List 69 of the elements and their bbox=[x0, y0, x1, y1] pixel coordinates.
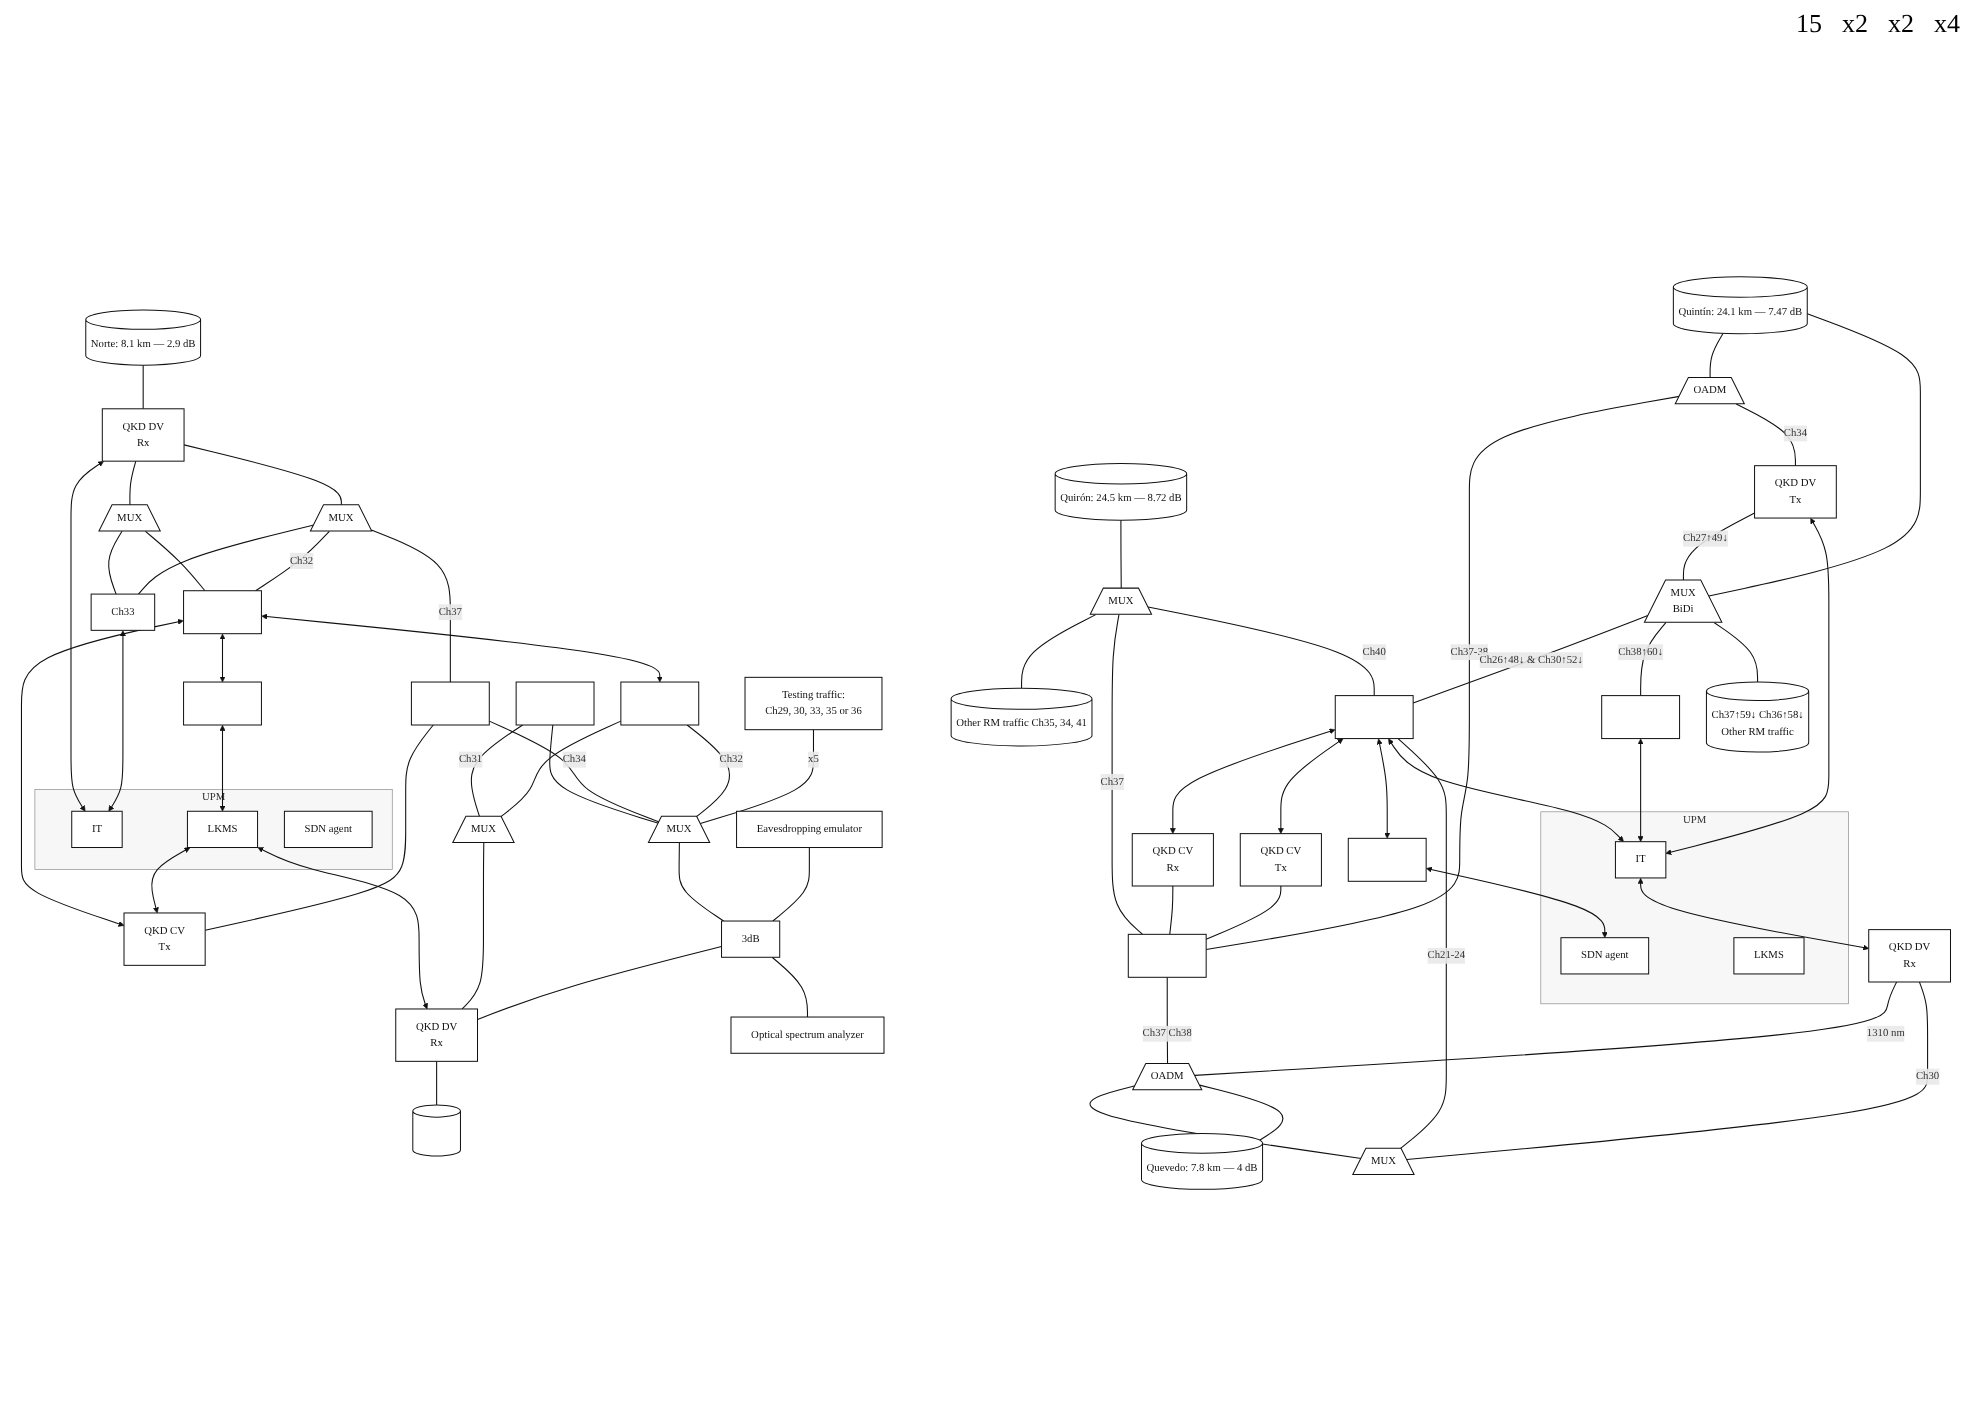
arrow bbox=[1637, 738, 1644, 842]
node-box bbox=[183, 590, 262, 635]
node-box bbox=[620, 681, 700, 726]
connector bbox=[137, 524, 315, 595]
connector bbox=[1194, 981, 1898, 1076]
node-cylinder bbox=[412, 1104, 461, 1157]
connector bbox=[1111, 614, 1144, 935]
note-text: x2 bbox=[1842, 8, 1868, 40]
connector bbox=[108, 530, 123, 595]
arrow bbox=[20, 618, 184, 927]
connector bbox=[142, 364, 144, 410]
arrow bbox=[1637, 877, 1869, 951]
node-box bbox=[515, 681, 595, 726]
note-text: x2 bbox=[1888, 8, 1914, 40]
connector bbox=[771, 956, 809, 1018]
connector bbox=[470, 724, 524, 818]
node-box bbox=[1347, 837, 1427, 882]
connector bbox=[500, 720, 622, 818]
arrow bbox=[219, 725, 226, 812]
connector bbox=[255, 530, 330, 592]
connector bbox=[1021, 614, 1097, 689]
connector bbox=[129, 460, 137, 506]
connector bbox=[549, 724, 659, 824]
node-box bbox=[1127, 933, 1207, 978]
connector bbox=[488, 720, 660, 823]
node-box bbox=[1334, 695, 1414, 740]
connector bbox=[699, 729, 814, 825]
connector bbox=[476, 946, 723, 1020]
connector bbox=[461, 842, 485, 1010]
connector bbox=[1169, 885, 1174, 935]
connector bbox=[1406, 981, 1929, 1161]
connector bbox=[678, 842, 725, 922]
arrow bbox=[261, 613, 663, 683]
connector bbox=[1147, 606, 1375, 697]
arrow bbox=[1169, 728, 1336, 834]
connector bbox=[1735, 403, 1796, 467]
arrow bbox=[151, 847, 191, 914]
connector bbox=[1205, 395, 1680, 950]
connector bbox=[1640, 622, 1667, 697]
connector bbox=[1205, 885, 1282, 940]
node-box bbox=[1601, 695, 1681, 740]
connector bbox=[183, 444, 342, 506]
arrow bbox=[1388, 738, 1624, 842]
arrow bbox=[1376, 738, 1391, 839]
note-text: 15 bbox=[1796, 8, 1822, 40]
arrow bbox=[1665, 518, 1830, 855]
connector bbox=[1412, 614, 1649, 704]
connector bbox=[436, 1060, 438, 1106]
arrow bbox=[257, 847, 428, 1010]
connector bbox=[1120, 519, 1122, 589]
connector bbox=[1199, 1084, 1284, 1141]
connector bbox=[1713, 622, 1759, 683]
connector bbox=[1682, 512, 1756, 581]
connector bbox=[1709, 332, 1724, 379]
arrow bbox=[219, 633, 226, 683]
connector bbox=[772, 847, 810, 922]
connector bbox=[686, 724, 731, 818]
arrow bbox=[1426, 866, 1608, 938]
connector bbox=[370, 529, 451, 683]
note-text: x4 bbox=[1934, 8, 1960, 40]
connector bbox=[204, 724, 434, 931]
arrow bbox=[1277, 738, 1344, 834]
node-box bbox=[410, 681, 490, 726]
connector bbox=[144, 530, 206, 592]
node-box bbox=[183, 681, 262, 726]
arrow bbox=[70, 461, 104, 812]
arrow bbox=[108, 630, 126, 812]
connector bbox=[1397, 738, 1447, 1150]
connector bbox=[1708, 313, 1921, 597]
